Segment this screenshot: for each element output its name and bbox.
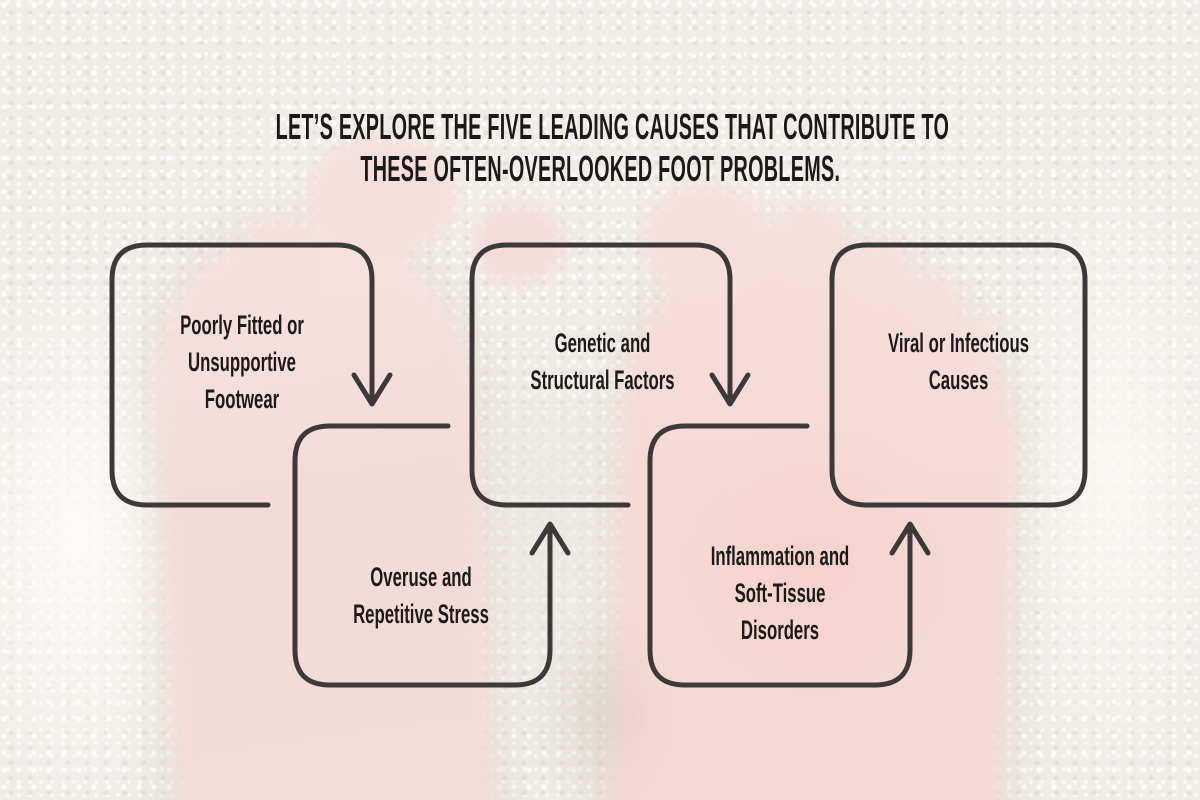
arrow-1-down-icon	[351, 372, 393, 407]
box-2-label-overuse-stress: Overuse and Repetitive Stress	[292, 559, 550, 633]
right-foot-toe	[844, 238, 912, 304]
right-foot-toe	[904, 276, 962, 334]
box-3-outline	[469, 242, 733, 508]
left-foot-toe	[162, 314, 216, 370]
box-3-label-line: Structural Factors	[530, 365, 675, 395]
box-5-label-line: Viral or Infectious	[887, 328, 1030, 358]
right-foot-big-toe	[642, 184, 770, 300]
box-2-label-line: Overuse and	[370, 562, 472, 592]
box-4-label-line: Soft-Tissue	[734, 578, 826, 608]
box-1-label-line: Unsupportive	[188, 347, 296, 377]
box-3-label-line: Genetic and	[554, 328, 651, 358]
box-4-label-inflammation-soft-tissue: Inflammation and Soft-Tissue Disorders	[650, 538, 910, 649]
box-1-outline	[109, 242, 375, 508]
box-1-label-line: Poorly Fitted or	[180, 310, 304, 340]
box-4-label-line: Disorders	[740, 615, 820, 645]
right-foot-toe	[952, 316, 1000, 366]
right-foot-toe	[766, 204, 852, 284]
box-4-outline	[647, 423, 913, 688]
box-2-outline	[292, 423, 553, 688]
arrow-3-down-icon	[709, 372, 751, 407]
title-line-2: THESE OFTEN-OVERLOOKED FOOT PROBLEMS.	[360, 148, 840, 189]
carpet-highlight-right	[996, 156, 1200, 796]
arrow-4-up-icon	[889, 521, 931, 556]
page-title: LET’S EXPLORE THE FIVE LEADING CAUSES TH…	[0, 106, 1200, 190]
arrow-2-up-icon	[529, 521, 571, 556]
box-2-label-line: Repetitive Stress	[353, 599, 489, 629]
box-1-label-line: Footwear	[204, 384, 280, 414]
box-4-label-line: Inflammation and	[710, 541, 850, 571]
box-5-outline	[829, 242, 1088, 508]
left-foot-big-toe	[308, 134, 458, 256]
box-3-label-genetic-structural: Genetic and Structural Factors	[472, 325, 733, 399]
box-1-label-poorly-fitted-footwear: Poorly Fitted or Unsupportive Footwear	[112, 307, 372, 418]
title-line-1: LET’S EXPLORE THE FIVE LEADING CAUSES TH…	[275, 106, 950, 147]
box-5-label-line: Causes	[928, 365, 989, 395]
box-5-label-viral-infectious: Viral or Infectious Causes	[832, 325, 1085, 399]
